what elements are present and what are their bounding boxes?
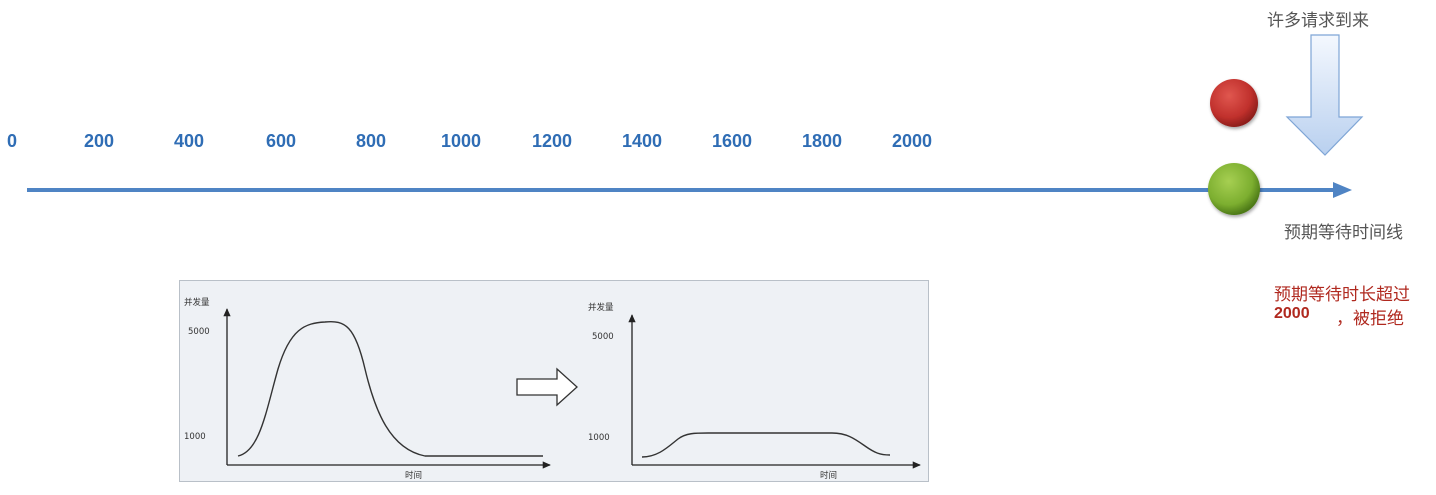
right-concurrency-chart: 并发量 5000 1000 时间	[588, 302, 921, 481]
right-chart-ylabel: 并发量	[588, 302, 614, 313]
left-chart-ytick: 1000	[184, 432, 206, 442]
timeline-tick: 1000	[440, 131, 482, 151]
timeline-tick: 1600	[711, 131, 753, 151]
left-chart-xlabel: 时间	[405, 470, 422, 481]
timeline-graphic	[27, 34, 1364, 215]
timeline-tick: 200	[83, 131, 115, 151]
left-chart-curve	[237, 320, 543, 457]
timeline-tick: 2000	[891, 131, 933, 151]
left-chart-ytick: 5000	[188, 327, 210, 337]
arrival-label: 许多请求到来	[1267, 11, 1369, 31]
right-chart-ytick: 5000	[592, 332, 614, 342]
timeline-axis-arrowhead	[1333, 182, 1352, 198]
left-chart-ylabel: 并发量	[184, 297, 210, 308]
rejection-text-line2: ，被拒绝	[1336, 309, 1404, 329]
timeline-tick: 1800	[801, 131, 843, 151]
timeline-tick: 1200	[531, 131, 573, 151]
rejection-value: 2000	[1274, 305, 1310, 322]
timeline-tick: 400	[173, 131, 205, 151]
right-chart-ytick: 1000	[588, 433, 610, 443]
timeline-tick: 0	[6, 131, 18, 151]
concurrency-comparison-graphic: 并发量 5000 1000 时间 并发量 5000 1000 时间	[184, 297, 921, 481]
transition-arrow-icon	[516, 367, 578, 407]
timeline-tick: 800	[355, 131, 387, 151]
waiting-request-ball	[1208, 163, 1260, 215]
right-chart-xlabel: 时间	[820, 470, 837, 481]
right-chart-curve	[641, 432, 891, 458]
timeline-tick: 1400	[621, 131, 663, 151]
axis-label: 预期等待时间线	[1284, 223, 1403, 243]
left-concurrency-chart: 并发量 5000 1000 时间	[184, 297, 551, 481]
concurrency-comparison-panel: 并发量 5000 1000 时间 并发量 5000 1000 时间	[179, 280, 929, 482]
timeline-tick: 600	[265, 131, 297, 151]
rejection-text-line1: 预期等待时长超过	[1274, 285, 1410, 305]
rejected-request-ball	[1210, 79, 1258, 127]
incoming-requests-arrow-icon	[1285, 34, 1364, 156]
